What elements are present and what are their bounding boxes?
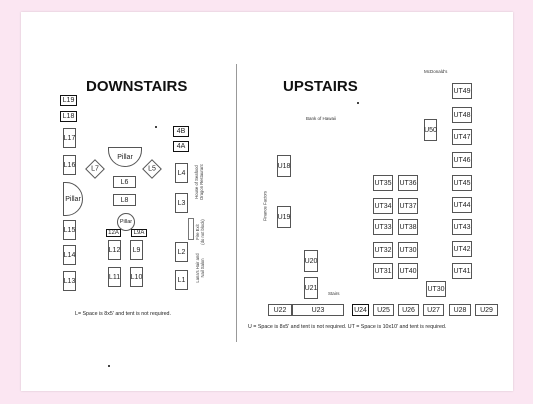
downstairs-title: DOWNSTAIRS xyxy=(86,78,188,95)
booth-ut42[interactable]: UT42 xyxy=(452,241,472,257)
booth-l11[interactable]: L11 xyxy=(108,267,121,287)
booth-ut41[interactable]: UT41 xyxy=(452,263,472,279)
booth-ut36[interactable]: UT36 xyxy=(398,175,418,191)
finance-label: Finance Factors xyxy=(262,190,268,222)
nail-salon-label: Lana's Hair and Nail Salon xyxy=(195,253,205,283)
booth-ut34[interactable]: UT34 xyxy=(373,198,393,214)
booth-4a[interactable]: 4A xyxy=(173,141,189,152)
booth-l15[interactable]: L15 xyxy=(63,220,76,240)
booth-ut37[interactable]: UT37 xyxy=(398,198,418,214)
booth-l2[interactable]: L2 xyxy=(175,242,188,262)
booth-ut30-middle[interactable]: UT30 xyxy=(398,242,418,258)
booth-u29[interactable]: U29 xyxy=(475,304,498,316)
booth-ut38[interactable]: UT38 xyxy=(398,219,418,235)
restaurant-label: House of Seafood Dragon Restaurant xyxy=(194,164,204,200)
booth-ut40[interactable]: UT40 xyxy=(398,263,418,279)
booth-ut33[interactable]: UT33 xyxy=(373,219,393,235)
fire-exit-label: Fire Exit (do not block) xyxy=(195,219,205,245)
booth-u21[interactable]: U21 xyxy=(304,277,318,299)
booth-ut30-lower[interactable]: UT30 xyxy=(426,281,446,297)
booth-l13[interactable]: L13 xyxy=(63,271,76,291)
upstairs-title: UPSTAIRS xyxy=(283,78,358,95)
booth-u50[interactable]: U50 xyxy=(424,119,437,141)
booth-ut47[interactable]: UT47 xyxy=(452,129,472,145)
booth-l6[interactable]: L6 xyxy=(113,176,136,188)
booth-l4[interactable]: L4 xyxy=(175,163,188,183)
booth-u24[interactable]: U24 xyxy=(352,304,369,316)
downstairs-legend: L= Space is 8x5' and tent is not require… xyxy=(75,311,171,317)
booth-l19[interactable]: L19 xyxy=(60,95,77,106)
booth-l8[interactable]: L8 xyxy=(113,194,136,206)
booth-l14[interactable]: L14 xyxy=(63,245,76,265)
booth-l12[interactable]: L12 xyxy=(108,240,121,260)
small-mark xyxy=(108,365,110,367)
booth-l16[interactable]: L16 xyxy=(63,155,76,175)
booth-u26[interactable]: U26 xyxy=(398,304,419,316)
booth-ut48[interactable]: UT48 xyxy=(452,107,472,123)
floor-plan-page xyxy=(21,12,513,391)
booth-ut49[interactable]: UT49 xyxy=(452,83,472,99)
booth-l5: L5 xyxy=(148,165,156,173)
booth-u25[interactable]: U25 xyxy=(373,304,394,316)
booth-u20[interactable]: U20 xyxy=(304,250,318,272)
booth-u27[interactable]: U27 xyxy=(423,304,444,316)
booth-ut45[interactable]: UT45 xyxy=(452,175,472,191)
fire-exit-door xyxy=(188,218,194,240)
stairs-label: Stairs xyxy=(328,291,340,296)
bank-label: Bank of Hawaii xyxy=(306,116,337,121)
section-divider xyxy=(236,64,237,342)
booth-ut44[interactable]: UT44 xyxy=(452,197,472,213)
booth-l17[interactable]: L17 xyxy=(63,128,76,148)
booth-u18[interactable]: U18 xyxy=(277,155,291,177)
booth-l9[interactable]: L9 xyxy=(130,240,143,260)
booth-ut31[interactable]: UT31 xyxy=(373,263,393,279)
booth-ut35[interactable]: UT35 xyxy=(373,175,393,191)
booth-l7: L7 xyxy=(91,165,99,173)
upstairs-legend: U = Space is 8x5' and tent is not requir… xyxy=(248,324,447,330)
booth-u22[interactable]: U22 xyxy=(268,304,292,316)
booth-12a[interactable]: 12A xyxy=(106,229,121,237)
booth-l10[interactable]: L10 xyxy=(130,267,143,287)
booth-ut46[interactable]: UT46 xyxy=(452,152,472,168)
small-mark xyxy=(357,102,359,104)
small-mark xyxy=(155,126,157,128)
pillar-center: Pillar xyxy=(117,213,135,231)
booth-ut32[interactable]: UT32 xyxy=(373,242,393,258)
booth-ut43[interactable]: UT43 xyxy=(452,219,472,235)
booth-l18[interactable]: L18 xyxy=(60,111,77,122)
booth-u28[interactable]: U28 xyxy=(449,304,471,316)
booth-l1[interactable]: L1 xyxy=(175,270,188,290)
booth-u23[interactable]: U23 xyxy=(292,304,344,316)
booth-4b[interactable]: 4B xyxy=(173,126,189,137)
booth-u19[interactable]: U19 xyxy=(277,206,291,228)
booth-l9a[interactable]: L9A xyxy=(131,229,147,237)
mcdonalds-label: McDonald's xyxy=(424,69,448,74)
booth-l3[interactable]: L3 xyxy=(175,193,188,213)
